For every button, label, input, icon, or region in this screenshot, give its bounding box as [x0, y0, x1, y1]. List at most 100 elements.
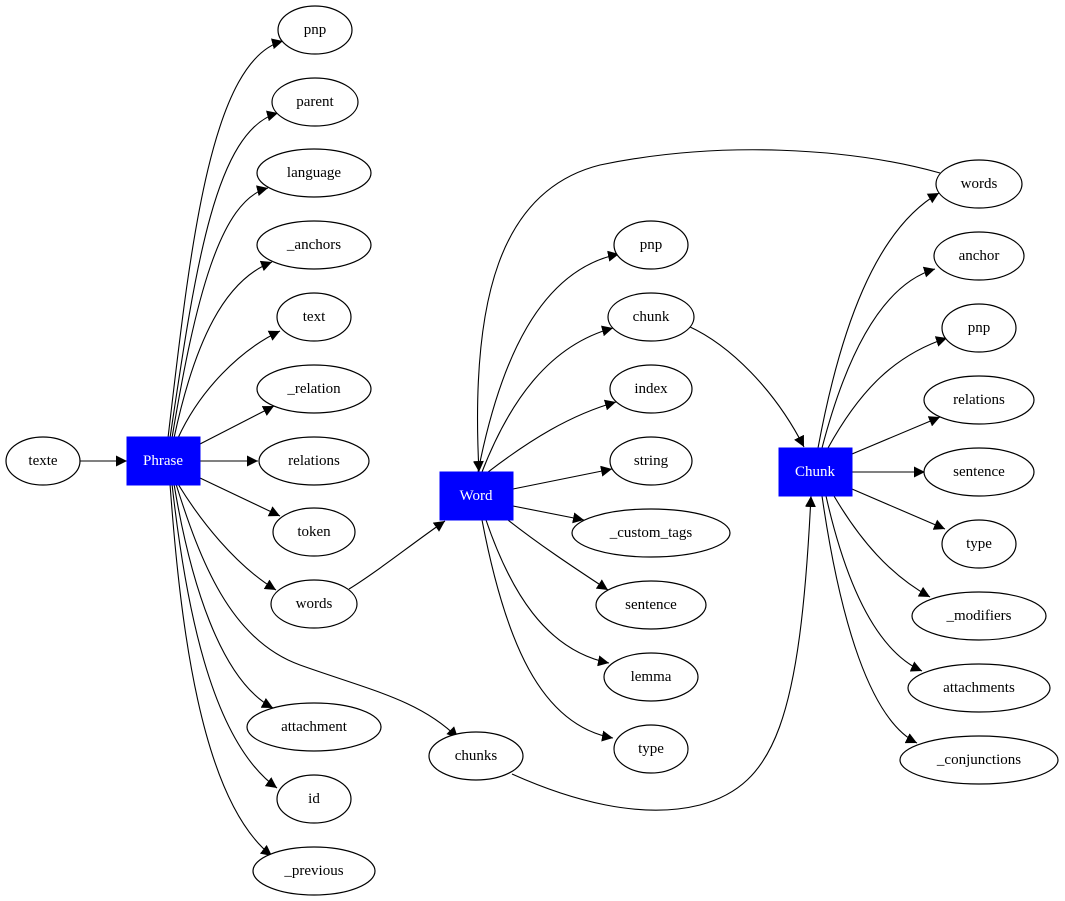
edge-word-pnp [477, 250, 620, 473]
edge-chunk-words-to-word [472, 149, 941, 473]
edge-phrase-id [171, 483, 278, 789]
node-word-type[interactable]: type [613, 724, 689, 774]
node-phrase-id-label: id [308, 791, 320, 807]
node-phrase-pnp-label: pnp [304, 22, 327, 38]
node-phrase-relations[interactable]: relations [258, 436, 370, 486]
node-phrase-words-label: words [296, 596, 333, 612]
edge-phrase-language [171, 185, 269, 439]
node-word-sentence[interactable]: sentence [595, 580, 707, 630]
node-chunk-type[interactable]: type [941, 519, 1017, 569]
edge-chunk-to-chunk-class [687, 325, 805, 448]
node-phrase-text[interactable]: text [276, 292, 352, 342]
node-chunk-conjunctions[interactable]: _conjunctions [899, 735, 1059, 785]
edge-word-chunk [481, 325, 614, 473]
node-chunk-anchor[interactable]: anchor [933, 231, 1025, 281]
node-chunk-words[interactable]: words [935, 159, 1023, 209]
edge-chunkclass-words [817, 192, 940, 449]
node-word-type-label: type [638, 741, 664, 757]
edge-phrase-anchors [173, 260, 273, 439]
node-phrase-relation[interactable]: _relation [256, 364, 372, 414]
class-box-phrase-label: Phrase [143, 453, 183, 469]
node-word-chunk-label: chunk [633, 309, 670, 325]
node-phrase-attachment[interactable]: attachment [246, 702, 382, 752]
node-phrase-text-label: text [303, 309, 326, 325]
edge-phrase-token [199, 477, 281, 517]
node-chunk-attachments-label: attachments [943, 680, 1015, 696]
node-chunk-modifiers-label: _modifiers [946, 608, 1012, 624]
node-chunk-attachments[interactable]: attachments [907, 663, 1051, 713]
edge-words-word [348, 520, 446, 590]
node-phrase-pnp[interactable]: pnp [277, 5, 353, 55]
node-chunk-sentence-label: sentence [953, 464, 1005, 480]
node-phrase-token[interactable]: token [272, 507, 356, 557]
edge-phrase-parent [169, 110, 279, 439]
node-phrase-parent[interactable]: parent [271, 77, 359, 127]
node-word-index-label: index [634, 381, 668, 397]
node-phrase-parent-label: parent [296, 94, 334, 110]
node-word-string[interactable]: string [609, 436, 693, 486]
node-chunk-modifiers[interactable]: _modifiers [911, 591, 1047, 641]
node-word-pnp-label: pnp [640, 237, 663, 253]
class-box-word-label: Word [460, 488, 493, 504]
edge-phrase-text [177, 330, 281, 439]
node-word-sentence-label: sentence [625, 597, 677, 613]
edge-chunkclass-conjunctions [821, 495, 918, 744]
node-chunk-type-label: type [966, 536, 992, 552]
node-word-lemma-label: lemma [631, 669, 672, 685]
node-texte-label: texte [28, 453, 57, 469]
node-word-index[interactable]: index [609, 364, 693, 414]
edge-chunkclass-relations [851, 416, 941, 455]
edge-chunkclass-modifiers [833, 495, 931, 598]
node-chunk-anchor-label: anchor [959, 248, 1000, 264]
node-word-string-label: string [634, 453, 669, 469]
node-chunk-pnp[interactable]: pnp [941, 303, 1017, 353]
edge-chunkclass-attachments [825, 495, 923, 672]
node-phrase-language[interactable]: language [256, 148, 372, 198]
node-phrase-anchors[interactable]: _anchors [256, 220, 372, 270]
node-phrase-anchors-label: _anchors [286, 237, 341, 253]
node-chunk-conjunctions-label: _conjunctions [936, 752, 1021, 768]
edge-phrase-chunks [175, 483, 459, 739]
edge-word-custom-tags [512, 505, 585, 524]
node-word-pnp[interactable]: pnp [613, 220, 689, 270]
node-phrase-previous-label: _previous [283, 863, 343, 879]
node-phrase-token-label: token [297, 524, 331, 540]
edge-chunks-to-chunk-class [511, 495, 816, 811]
node-chunk-pnp-label: pnp [968, 320, 991, 336]
node-word-custom-tags-label: _custom_tags [609, 525, 693, 541]
node-phrase-chunks-label: chunks [455, 748, 498, 764]
node-phrase-language-label: language [287, 165, 341, 181]
edge-phrase-relation [199, 405, 275, 445]
node-chunk-words-label: words [961, 176, 998, 192]
class-box-chunk[interactable]: Chunk [778, 447, 853, 497]
class-box-chunk-label: Chunk [795, 464, 836, 480]
node-phrase-words[interactable]: words [270, 579, 358, 629]
class-box-word[interactable]: Word [439, 471, 514, 521]
node-phrase-chunks[interactable]: chunks [428, 731, 524, 781]
node-phrase-attachment-label: attachment [281, 719, 348, 735]
edge-word-sentence [507, 519, 609, 591]
edge-chunkclass-anchor [821, 266, 936, 449]
class-box-phrase[interactable]: Phrase [126, 436, 201, 486]
node-phrase-relation-label: _relation [286, 381, 341, 397]
edge-phrase-pnp [167, 38, 284, 439]
node-chunk-relations[interactable]: relations [923, 375, 1035, 425]
node-phrase-id[interactable]: id [276, 774, 352, 824]
edges [80, 38, 948, 857]
node-phrase-previous[interactable]: _previous [252, 846, 376, 896]
node-texte[interactable]: texte [5, 436, 81, 486]
edge-phrase-attachment [173, 483, 274, 709]
node-word-lemma[interactable]: lemma [603, 652, 699, 702]
node-word-chunk[interactable]: chunk [607, 292, 695, 342]
edge-word-lemma [485, 519, 610, 667]
edge-word-type [481, 519, 614, 742]
edge-word-string [512, 465, 613, 490]
edge-phrase-words [177, 483, 277, 591]
node-word-custom-tags[interactable]: _custom_tags [571, 508, 731, 558]
node-chunk-relations-label: relations [953, 392, 1005, 408]
node-chunk-sentence[interactable]: sentence [923, 447, 1035, 497]
nodes: texte Phrase pnp parent language _anchor… [5, 5, 1059, 896]
edge-phrase-previous [169, 483, 273, 857]
edge-chunkclass-pnp [827, 336, 948, 449]
